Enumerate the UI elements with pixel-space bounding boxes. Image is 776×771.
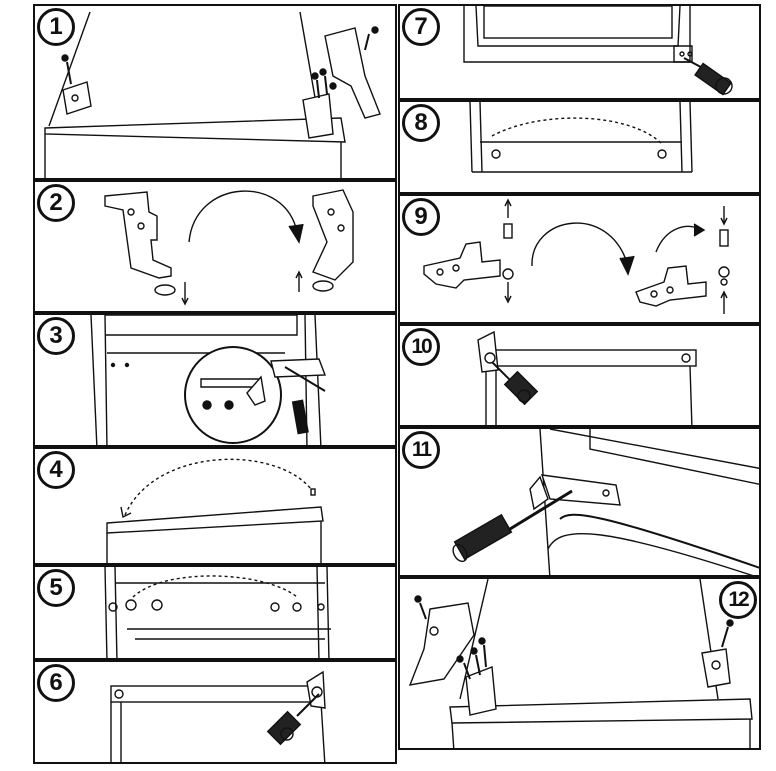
step-9-illustration <box>423 198 730 314</box>
step-number-1: 1 <box>37 8 75 46</box>
step-12-panel: 12 <box>398 577 761 750</box>
step-6-panel: 6 <box>33 660 397 764</box>
step-number-12: 12 <box>719 581 757 619</box>
step-number-7: 7 <box>402 8 440 46</box>
step-11-illustration <box>452 429 759 575</box>
step-number-9: 9 <box>402 198 440 236</box>
step-number-3: 3 <box>37 317 75 355</box>
step-2-panel: 2 <box>33 180 397 313</box>
step-1-panel: 1 <box>33 4 397 180</box>
step-10-panel: 10 <box>398 324 761 427</box>
step-number-10: 10 <box>402 328 440 366</box>
step-number-8: 8 <box>402 104 440 142</box>
step-3-illustration <box>90 315 326 445</box>
step-8-illustration <box>469 102 693 173</box>
step-5-illustration <box>104 567 331 658</box>
step-10-illustration <box>477 330 697 425</box>
step-number-5: 5 <box>37 569 75 607</box>
step-6-illustration <box>110 670 326 762</box>
step-12-illustration <box>408 579 753 748</box>
step-7-illustration <box>463 6 733 96</box>
step-5-panel: 5 <box>33 565 397 660</box>
step-number-2: 2 <box>37 184 75 222</box>
step-number-6: 6 <box>37 664 75 702</box>
step-number-4: 4 <box>37 451 75 489</box>
step-8-panel: 8 <box>398 100 761 194</box>
step-number-11: 11 <box>402 431 440 469</box>
step-7-panel: 7 <box>398 4 761 100</box>
step-4-panel: 4 <box>33 447 397 565</box>
step-4-illustration <box>106 458 324 563</box>
step-1-illustration <box>44 11 381 178</box>
step-3-panel: 3 <box>33 313 397 447</box>
step-2-illustration <box>104 189 354 306</box>
step-11-panel: 11 <box>398 427 761 577</box>
step-9-panel: 9 <box>398 194 761 324</box>
